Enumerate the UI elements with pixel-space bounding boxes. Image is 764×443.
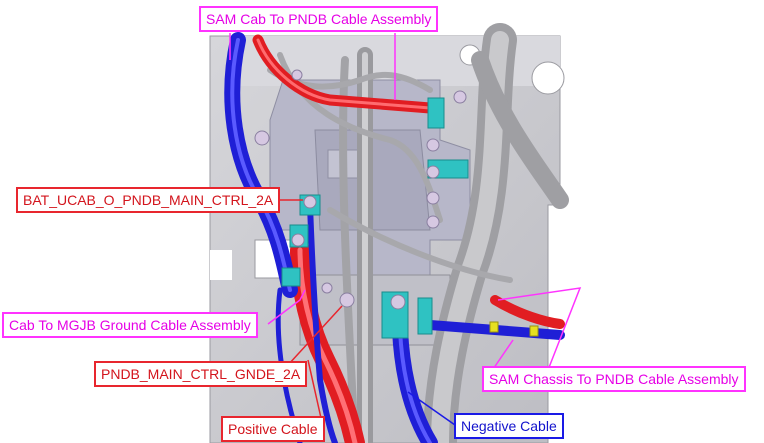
callout-bat-ucab-o-pndb-main-ctrl: BAT_UCAB_O_PNDB_MAIN_CTRL_2A <box>16 187 281 213</box>
yellow-clips <box>489 321 539 337</box>
callout-positive-cable: Positive Cable <box>221 416 325 442</box>
callout-sam-chassis-to-pndb: SAM Chassis To PNDB Cable Assembly <box>482 366 746 392</box>
callout-cab-to-mgjb-ground: Cab To MGJB Ground Cable Assembly <box>2 312 258 338</box>
callout-sam-cab-to-pndb: SAM Cab To PNDB Cable Assembly <box>199 6 439 32</box>
callout-pndb-main-ctrl-gnde: PNDB_MAIN_CTRL_GNDE_2A <box>94 361 308 387</box>
gray-harness-tubes <box>267 23 569 443</box>
terminal-bolts <box>254 69 467 310</box>
red-cables <box>252 34 565 443</box>
callout-negative-cable: Negative Cable <box>454 413 564 439</box>
